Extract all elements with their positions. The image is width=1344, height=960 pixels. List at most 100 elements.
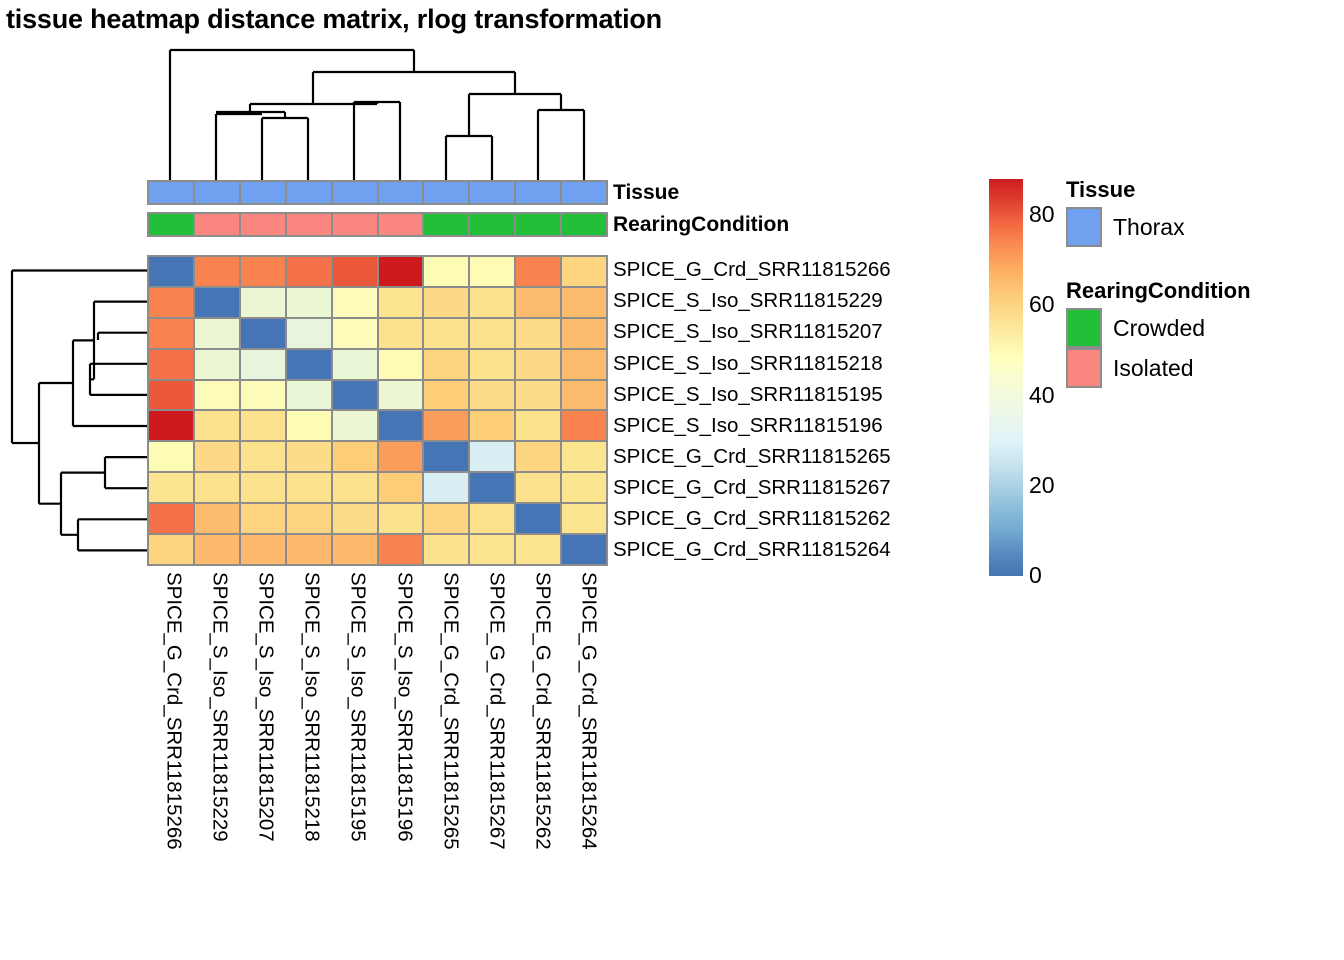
row-label: SPICE_G_Crd_SRR11815264: [613, 538, 891, 562]
row-label: SPICE_S_Iso_SRR11815218: [613, 351, 883, 375]
heatmap-cell: [331, 379, 378, 411]
heatmap-cell: [148, 286, 194, 318]
legend-item-thorax[interactable]: Thorax: [1066, 207, 1185, 247]
legend-item-isolated[interactable]: Isolated: [1066, 348, 1251, 388]
heatmap-cell: [331, 317, 378, 349]
heatmap-cell: [148, 410, 194, 442]
annotation-cell: [239, 181, 286, 204]
heatmap-cell: [193, 534, 240, 565]
heatmap-cell: [193, 317, 240, 349]
annotation-cell: [515, 181, 562, 204]
heatmap-cell: [239, 317, 286, 349]
heatmap-cell: [331, 348, 378, 380]
heatmap-cell: [469, 379, 516, 411]
column-label-slot: SPICE_S_Iso_SRR11815207: [239, 572, 285, 952]
heatmap-cell: [285, 317, 332, 349]
annotation-cell: [193, 181, 240, 204]
colorbar-gradient: [989, 179, 1023, 576]
heatmap-cell: [561, 348, 607, 380]
legend-title-rearingcondition: RearingCondition: [1066, 278, 1251, 303]
heatmap-cell: [423, 256, 470, 287]
column-label: SPICE_G_Crd_SRR11815265: [438, 572, 462, 850]
heatmap-cell: [285, 410, 332, 442]
column-label: SPICE_G_Crd_SRR11815264: [577, 572, 601, 850]
heatmap-cell: [561, 286, 607, 318]
heatmap-cell: [239, 410, 286, 442]
annotation-cell: [561, 181, 607, 204]
heatmap-cell: [469, 256, 516, 287]
colorbar-tick-label: 80: [1029, 201, 1055, 228]
column-label-slot: SPICE_G_Crd_SRR11815264: [562, 572, 608, 952]
heatmap-cell: [239, 348, 286, 380]
annotation-cell: [423, 181, 470, 204]
heatmap-cell: [423, 348, 470, 380]
column-label: SPICE_S_Iso_SRR11815218: [300, 572, 324, 842]
heatmap-cell: [561, 441, 607, 473]
heatmap-cell: [469, 286, 516, 318]
heatmap-cell: [377, 503, 424, 535]
heatmap-cell: [377, 317, 424, 349]
annotation-cell: [285, 181, 332, 204]
colorbar-tick-label: 40: [1029, 381, 1055, 408]
heatmap-cell: [193, 472, 240, 504]
row-label: SPICE_S_Iso_SRR11815195: [613, 382, 883, 406]
heatmap-cell: [285, 379, 332, 411]
column-label-slot: SPICE_S_Iso_SRR11815196: [377, 572, 423, 952]
annotation-track-tissue: [147, 180, 608, 205]
row-label: SPICE_G_Crd_SRR11815266: [613, 258, 891, 282]
row-dendrogram: [10, 269, 147, 552]
column-label-slot: SPICE_G_Crd_SRR11815267: [470, 572, 516, 952]
heatmap-cell: [515, 410, 562, 442]
column-label-slot: SPICE_S_Iso_SRR11815229: [193, 572, 239, 952]
heatmap-cell: [331, 286, 378, 318]
heatmap-cell: [239, 472, 286, 504]
annotation-cell: [377, 181, 424, 204]
legend-title-tissue: Tissue: [1066, 177, 1136, 202]
row-label: SPICE_G_Crd_SRR11815265: [613, 444, 891, 468]
heatmap-cell: [193, 379, 240, 411]
heatmap-cell: [239, 503, 286, 535]
heatmap-cell: [377, 472, 424, 504]
heatmap-cell: [285, 348, 332, 380]
annotation-cell: [148, 213, 194, 236]
annotation-cell: [239, 213, 286, 236]
heatmap-cell: [423, 286, 470, 318]
heatmap-cell: [515, 534, 562, 565]
annotation-cell: [331, 181, 378, 204]
annotation-cell: [515, 213, 562, 236]
heatmap-cell: [148, 317, 194, 349]
legend-swatch-thorax: [1066, 207, 1102, 247]
annotation-cell: [148, 181, 194, 204]
heatmap-cell: [469, 410, 516, 442]
legend-rearingcondition: RearingCondition Crowded Isolated: [1066, 278, 1251, 388]
legend-tissue: Tissue Thorax: [1066, 177, 1185, 247]
column-label: SPICE_S_Iso_SRR11815207: [254, 572, 278, 842]
heatmap-cell: [469, 472, 516, 504]
annotation-cell: [469, 181, 516, 204]
heatmap-cell: [239, 379, 286, 411]
annotation-cell: [423, 213, 470, 236]
annotation-label-rearingcondition: RearingCondition: [613, 213, 790, 236]
heatmap-cell: [377, 348, 424, 380]
heatmap-cell: [193, 286, 240, 318]
heatmap-cell: [148, 503, 194, 535]
heatmap-cell: [469, 503, 516, 535]
column-label: SPICE_G_Crd_SRR11815262: [531, 572, 555, 850]
heatmap-cell: [148, 379, 194, 411]
heatmap-cell: [148, 256, 194, 287]
heatmap-cell: [148, 348, 194, 380]
colorbar-tick-label: 0: [1029, 561, 1042, 588]
heatmap-cell: [561, 317, 607, 349]
heatmap-cell: [331, 441, 378, 473]
annotation-cell: [193, 213, 240, 236]
heatmap-cell: [331, 256, 378, 287]
legend-swatch-isolated: [1066, 348, 1102, 388]
page-title: tissue heatmap distance matrix, rlog tra…: [6, 4, 662, 34]
column-label: SPICE_S_Iso_SRR11815195: [346, 572, 370, 842]
legend-item-crowded[interactable]: Crowded: [1066, 308, 1251, 348]
column-label-slot: SPICE_G_Crd_SRR11815262: [516, 572, 562, 952]
heatmap-matrix: [147, 255, 608, 566]
heatmap-cell: [148, 534, 194, 565]
